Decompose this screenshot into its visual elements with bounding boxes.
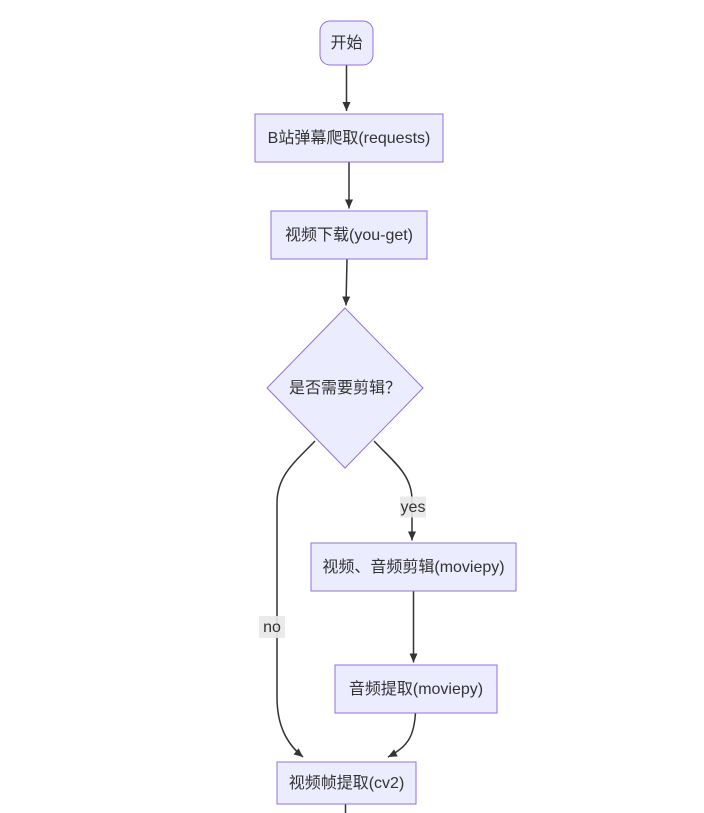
edge-label-no-group: no — [259, 616, 285, 638]
node-audio-label: 音频提取(moviepy) — [349, 680, 483, 698]
edge-label-yes-group: yes — [400, 496, 426, 518]
edge-label-yes: yes — [401, 499, 426, 516]
node-frames-label: 视频帧提取(cv2) — [289, 774, 405, 792]
node-edit: 视频、音频剪辑(moviepy) — [310, 542, 517, 592]
edge-download-decision — [342, 258, 351, 306]
node-crawl-shape — [254, 113, 444, 163]
node-crawl-label: B站弹幕爬取(requests) — [268, 129, 431, 147]
edge-label-no: no — [263, 619, 281, 636]
node-start-label: 开始 — [330, 34, 362, 52]
edge-decision-frames-no — [276, 440, 316, 758]
node-crawl: B站弹幕爬取(requests) — [254, 113, 444, 163]
edge-decision-edit-yes — [373, 440, 416, 541]
node-audio: 音频提取(moviepy) — [334, 664, 498, 714]
node-audio-shape — [334, 664, 498, 714]
node-download: 视频下载(you-get) — [270, 210, 428, 260]
edge-label-yes-bg — [400, 496, 426, 518]
node-start-shape — [319, 20, 374, 66]
edge-label-no-bg — [259, 616, 285, 638]
node-decision: 是否需要剪辑？ — [266, 307, 424, 469]
node-edit-shape — [310, 542, 517, 592]
node-start: 开始 — [319, 20, 374, 66]
node-frames-shape — [276, 761, 417, 805]
edge-audio-frames — [387, 712, 417, 758]
node-frames: 视频帧提取(cv2) — [276, 761, 417, 805]
node-download-shape — [270, 210, 428, 260]
node-download-label: 视频下载(you-get) — [285, 226, 413, 244]
node-decision-shape — [266, 307, 424, 469]
node-edit-label: 视频、音频剪辑(moviepy) — [322, 558, 504, 576]
node-decision-label: 是否需要剪辑？ — [289, 379, 401, 397]
